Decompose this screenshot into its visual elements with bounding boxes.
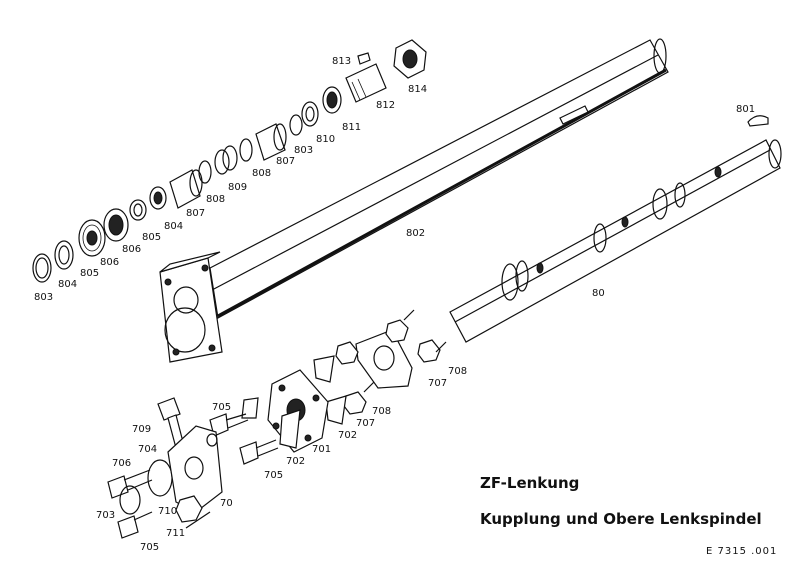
label-701: 701 — [312, 444, 331, 455]
label-708: 708 — [448, 366, 467, 377]
coupling-parts — [107, 309, 447, 539]
label-811: 811 — [342, 122, 361, 133]
steering-column-tube — [159, 38, 669, 363]
label-702: 702 — [286, 456, 305, 467]
label-808: 808 — [252, 168, 271, 179]
label-705: 705 — [212, 402, 231, 413]
label-807: 807 — [276, 156, 295, 167]
label-803: 803 — [34, 292, 53, 303]
label-813: 813 — [332, 56, 351, 67]
label-702: 702 — [338, 430, 357, 441]
label-808: 808 — [206, 194, 225, 205]
label-709: 709 — [132, 424, 151, 435]
label-812: 812 — [376, 100, 395, 111]
label-804: 804 — [164, 221, 183, 232]
label-804: 804 — [58, 279, 77, 290]
label-814: 814 — [408, 84, 427, 95]
label-705: 705 — [140, 542, 159, 553]
label-707: 707 — [356, 418, 375, 429]
label-70: 70 — [220, 498, 233, 509]
diagram-title: ZF-Lenkung — [480, 474, 579, 492]
label-805: 805 — [142, 232, 161, 243]
label-807: 807 — [186, 208, 205, 219]
part-labels: 813 814 812 811 810 803 807 808 809 808 … — [34, 56, 755, 553]
label-802: 802 — [406, 228, 425, 239]
label-708: 708 — [372, 406, 391, 417]
upper-parts-row — [32, 39, 427, 283]
label-801: 801 — [736, 104, 755, 115]
label-711: 711 — [166, 528, 185, 539]
label-706: 706 — [112, 458, 131, 469]
label-703: 703 — [96, 510, 115, 521]
label-80: 80 — [592, 288, 605, 299]
diagram-subtitle: Kupplung und Obere Lenkspindel — [480, 510, 762, 528]
label-809: 809 — [228, 182, 247, 193]
label-803: 803 — [294, 145, 313, 156]
reference-number: E 7315 .001 — [706, 546, 777, 557]
label-704: 704 — [138, 444, 157, 455]
label-810: 810 — [316, 134, 335, 145]
label-707: 707 — [428, 378, 447, 389]
label-705: 705 — [264, 470, 283, 481]
label-805: 805 — [80, 268, 99, 279]
label-710: 710 — [158, 506, 177, 517]
label-806: 806 — [100, 257, 119, 268]
label-806: 806 — [122, 244, 141, 255]
steering-spindle — [449, 115, 782, 343]
